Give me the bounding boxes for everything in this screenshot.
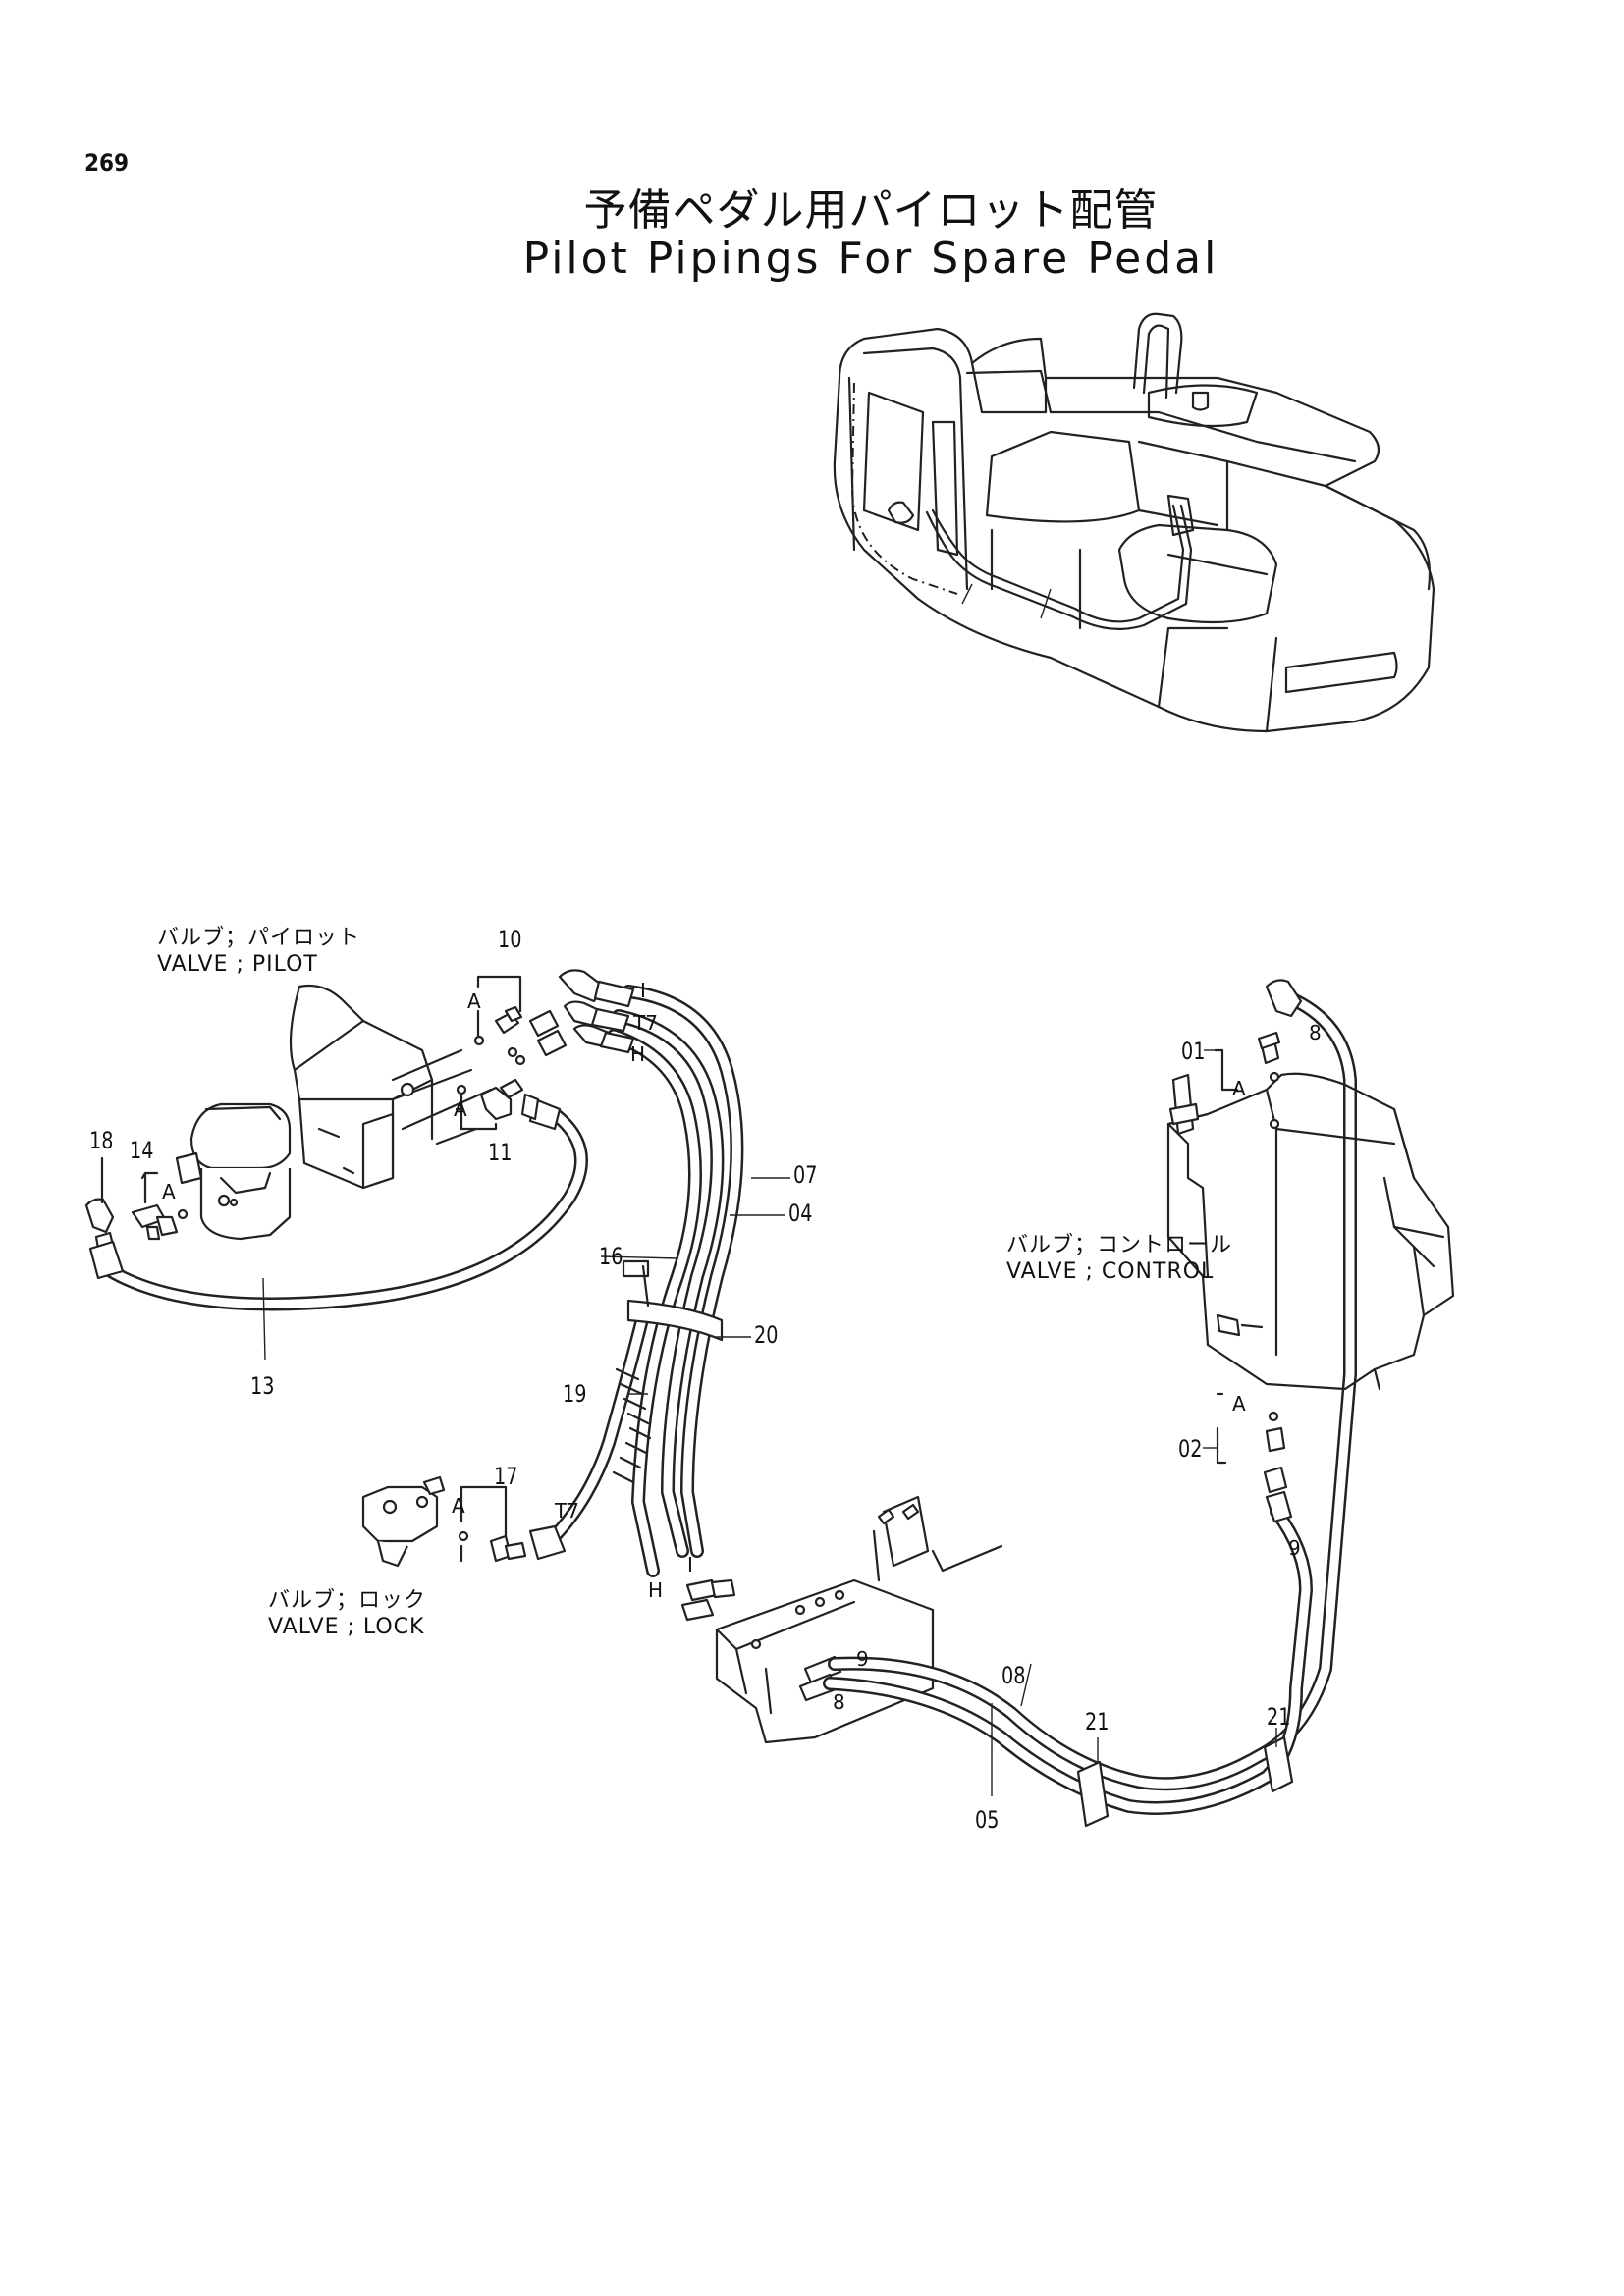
fitting-18-drawing [84, 1156, 115, 1251]
clamp-20-drawing [622, 1259, 724, 1342]
fitting-10-drawing [473, 975, 568, 1066]
callout-21-left: 21 [1085, 1708, 1110, 1735]
callout-11: 11 [488, 1139, 513, 1166]
excavator-overview-drawing [833, 312, 1435, 733]
lock-valve-label-en: VALVE ; LOCK [268, 1615, 425, 1639]
detail-a-label-17: A [452, 1494, 465, 1518]
page-number: 269 [84, 149, 130, 177]
port-t7-label-top: T7 [633, 1011, 658, 1035]
callout-19: 19 [563, 1380, 587, 1408]
port-t7-label-bottom: T7 [555, 1499, 579, 1522]
pilot-valve-body-drawing [175, 1102, 292, 1241]
callout-08: 08 [1001, 1662, 1026, 1689]
detail-a-label-11: A [454, 1097, 467, 1121]
fitting-02-drawing [1216, 1392, 1286, 1465]
leader-lines [262, 1049, 1277, 1796]
lock-valve-drawing [361, 1475, 527, 1568]
hose-end-9-label-top: 9 [1288, 1536, 1301, 1560]
hose-05-08-drawing [680, 979, 1357, 1828]
detail-a-label-14: A [162, 1180, 176, 1203]
callout-02: 02 [1178, 1435, 1203, 1463]
callout-14: 14 [130, 1137, 154, 1164]
hose-end-8-label-bottom: 8 [833, 1690, 845, 1714]
port-i-label-top: I [640, 979, 646, 1002]
callout-17: 17 [494, 1463, 518, 1490]
hose-end-8-label-top: 8 [1309, 1021, 1322, 1044]
callout-13: 13 [250, 1372, 275, 1400]
pilot-valve-label-ja: バルブ；パイロット [157, 926, 361, 950]
hose-end-9-label-bottom: 9 [856, 1647, 869, 1671]
callout-07: 07 [793, 1161, 818, 1189]
detail-a-label-02: A [1232, 1392, 1246, 1415]
port-h-label-top: H [630, 1042, 646, 1066]
hose-bundle-16-07-04-drawing [558, 969, 744, 1577]
fitting-11-drawing [455, 1078, 524, 1131]
pilot-valve-drawing [289, 984, 493, 1190]
page-title-japanese: 予備ペダル用パイロット配管 [583, 186, 1159, 236]
port-h-label-bottom: H [648, 1578, 664, 1602]
hose-13-drawing [88, 1093, 588, 1311]
control-valve-label-en: VALVE ; CONTROL [1006, 1259, 1215, 1284]
callout-16: 16 [599, 1243, 623, 1270]
detail-a-label-10: A [467, 989, 481, 1013]
callout-10: 10 [498, 926, 522, 953]
callout-01: 01 [1181, 1038, 1206, 1065]
callout-21-right: 21 [1267, 1703, 1291, 1731]
page-title-english: Pilot Pipings For Spare Pedal [522, 234, 1219, 284]
callout-20: 20 [754, 1321, 779, 1349]
callout-04: 04 [788, 1200, 813, 1227]
fitting-01-drawing [1214, 1031, 1281, 1092]
callout-05: 05 [975, 1806, 1000, 1834]
pilot-valve-label-en: VALVE ; PILOT [157, 952, 318, 977]
detail-a-label-01: A [1232, 1077, 1246, 1100]
fitting-14-drawing [131, 1171, 189, 1241]
control-valve-drawing [1166, 1072, 1455, 1391]
callout-18: 18 [89, 1127, 114, 1154]
control-valve-label-ja: バルブ；コントロール [1006, 1233, 1233, 1257]
lock-valve-label-ja: バルブ；ロック [268, 1588, 427, 1613]
port-i-label-bottom: I [687, 1553, 693, 1576]
hose-19-drawing [528, 1308, 652, 1561]
